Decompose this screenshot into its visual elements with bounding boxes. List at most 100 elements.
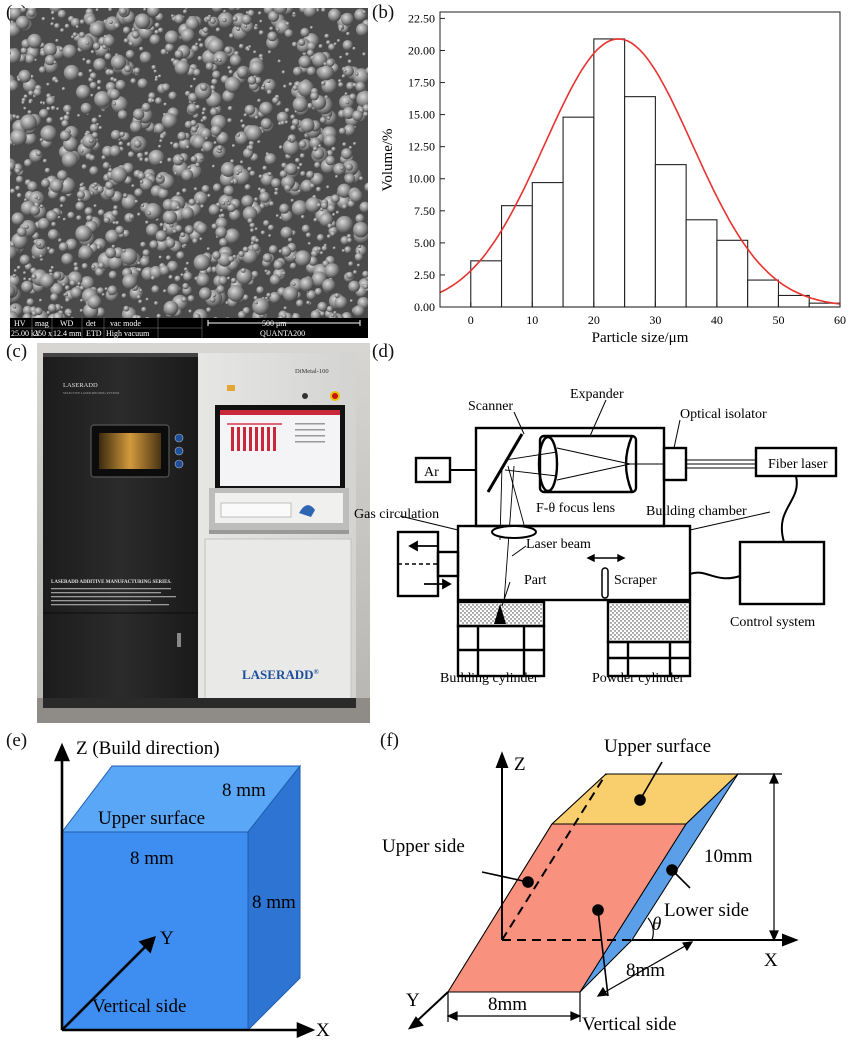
label-building-cylinder: Building cylinder bbox=[440, 671, 539, 686]
cube-vertical-side-label: Vertical side bbox=[92, 996, 186, 1017]
x-tick-label-5: 50 bbox=[772, 313, 784, 327]
histogram-bar-1 bbox=[500, 205, 533, 308]
x-axis-label: Particle size/μm bbox=[592, 330, 689, 345]
cube-x-label: X bbox=[316, 1020, 330, 1038]
sem-header-hv: HV bbox=[14, 319, 26, 328]
label-focus-lens: F-θ focus lens bbox=[536, 501, 615, 516]
histogram-bar-7 bbox=[685, 219, 718, 308]
label-expander: Expander bbox=[570, 387, 624, 402]
cube-dim-front: 8 mm bbox=[130, 848, 174, 869]
incl-depth-label: 8mm bbox=[626, 960, 665, 981]
incl-width-label: 8mm bbox=[488, 994, 527, 1015]
label-scraper: Scraper bbox=[614, 573, 657, 588]
machine-model: DiMetal-100 bbox=[295, 368, 329, 375]
sem-header-vac: vac mode bbox=[110, 319, 141, 328]
incl-upper-surface-label: Upper surface bbox=[604, 736, 711, 757]
histogram-bar-5 bbox=[624, 96, 656, 308]
x-tick-label-4: 40 bbox=[711, 313, 723, 327]
label-powder-cylinder: Powder cylinder bbox=[592, 671, 684, 686]
sem-value-hv: 25.00 kV bbox=[11, 329, 41, 338]
histogram-bar-2 bbox=[531, 182, 564, 308]
label-building-chamber: Building chamber bbox=[646, 504, 747, 519]
panel-label-b: (b) bbox=[372, 2, 395, 23]
f-theta-lens bbox=[491, 525, 537, 539]
label-control-system: Control system bbox=[730, 615, 815, 630]
x-tick-label-0: 0 bbox=[468, 313, 474, 327]
optical-isolator bbox=[662, 446, 688, 482]
cube-specimen-diagram: Z (Build direction) X Y Upper surface 8 … bbox=[0, 730, 372, 1041]
sem-instrument: QUANTA200 bbox=[260, 329, 305, 338]
sem-value-wd: 12.4 mm bbox=[53, 329, 82, 338]
machine-series-title: LASERADD ADDITIVE MANUFACTURING SERIES. bbox=[51, 580, 172, 585]
scanner-mirror bbox=[486, 433, 524, 493]
sem-micrograph: HV mag WD det vac mode 25.00 kV 250 x 12… bbox=[10, 8, 368, 338]
sem-header-det: det bbox=[86, 319, 97, 328]
y-axis-label: Volume/% bbox=[380, 128, 396, 191]
histogram-bar-8 bbox=[716, 239, 749, 308]
incl-y-label: Y bbox=[406, 990, 420, 1011]
label-optical-isolator: Optical isolator bbox=[680, 407, 767, 422]
y-tick-label-4: 10.00 bbox=[408, 172, 435, 186]
gas-circulation-unit bbox=[396, 530, 440, 598]
label-gas-circulation: Gas circulation bbox=[354, 507, 439, 522]
cube-vertical-side bbox=[61, 831, 249, 1031]
machine-photo: LASERADD SELECTIVE LASER MELTING SYSTEM … bbox=[37, 343, 370, 723]
cube-dim-side: 8 mm bbox=[252, 892, 296, 913]
histogram-bar-0 bbox=[470, 260, 503, 308]
y-tick-label-0: 0.00 bbox=[414, 300, 435, 314]
incl-lower-side-label: Lower side bbox=[664, 900, 749, 921]
machine-panel-subtitle: SELECTIVE LASER MELTING SYSTEM bbox=[63, 391, 119, 395]
sem-header-wd: WD bbox=[60, 319, 74, 328]
label-scanner: Scanner bbox=[468, 399, 513, 414]
plot-frame bbox=[439, 11, 841, 308]
gaussian-fit-curve bbox=[439, 38, 841, 305]
sem-image-panel: HV mag WD det vac mode 25.00 kV 250 x 12… bbox=[10, 8, 368, 338]
x-tick-label-2: 20 bbox=[588, 313, 600, 327]
label-fiber-laser: Fiber laser bbox=[768, 457, 828, 472]
control-system bbox=[738, 540, 826, 606]
incl-x-label: X bbox=[764, 950, 778, 971]
machine-black-cabinet bbox=[43, 353, 198, 708]
incl-angle-label: θ bbox=[652, 914, 661, 935]
y-axis-line bbox=[61, 945, 147, 1031]
sem-header-mag: mag bbox=[35, 319, 49, 328]
histogram-bar-10 bbox=[777, 294, 810, 308]
label-part: Part bbox=[524, 573, 547, 588]
sem-scale-label: 500 μm bbox=[262, 319, 287, 328]
y-tick-label-3: 7.50 bbox=[414, 204, 435, 218]
histogram-bar-3 bbox=[562, 116, 595, 308]
sem-value-det: ETD bbox=[86, 329, 102, 338]
expander-lens-left bbox=[537, 435, 559, 493]
cube-upper-surface-label: Upper surface bbox=[98, 808, 205, 829]
cube-z-label: Z (Build direction) bbox=[76, 738, 220, 759]
y-tick-label-1: 2.50 bbox=[414, 268, 435, 282]
machine-brand-logo: LASERADD® bbox=[242, 667, 320, 682]
keyboard bbox=[220, 502, 292, 518]
part bbox=[494, 604, 506, 624]
x-tick-label-1: 10 bbox=[526, 313, 538, 327]
incl-vertical-side-label: Vertical side bbox=[582, 1014, 676, 1035]
incl-y-axis bbox=[417, 991, 449, 1021]
x-tick-label-6: 60 bbox=[834, 313, 846, 327]
y-tick-label-8: 20.00 bbox=[408, 43, 435, 57]
sem-value-mag: 250 x bbox=[34, 329, 52, 338]
slm-schematic: Scanner Expander Optical isolator Fiber … bbox=[350, 370, 850, 690]
machine-panel-title: LASERADD bbox=[63, 382, 98, 389]
y-tick-label-2: 5.00 bbox=[414, 236, 435, 250]
sem-value-vac: High vacuum bbox=[106, 329, 150, 338]
label-ar: Ar bbox=[424, 465, 439, 480]
y-tick-label-5: 12.50 bbox=[408, 140, 435, 154]
incl-z-label: Z bbox=[514, 754, 526, 775]
histogram-bar-9 bbox=[747, 279, 780, 308]
incl-upper-side-label: Upper side bbox=[382, 836, 465, 857]
scraper bbox=[601, 567, 609, 599]
inclined-specimen-diagram: Z X Y Upper surface Upper side Lower sid… bbox=[372, 730, 852, 1038]
label-laser-beam: Laser beam bbox=[526, 537, 591, 552]
cube-dim-top: 8 mm bbox=[222, 780, 266, 801]
panel-label-d: (d) bbox=[372, 341, 395, 362]
panel-label-e: (e) bbox=[6, 730, 28, 751]
incl-height-label: 10mm bbox=[704, 846, 753, 867]
cube-y-label: Y bbox=[160, 928, 174, 949]
